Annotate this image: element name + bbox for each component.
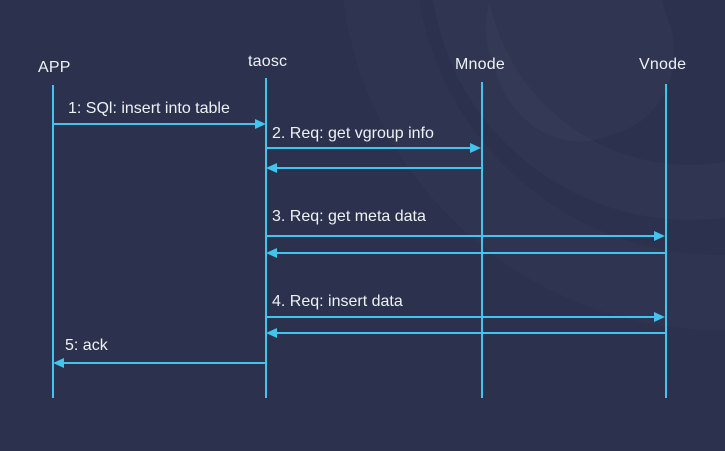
background-swoosh-outer — [340, 0, 725, 330]
background-swoosh-hook — [461, 0, 699, 165]
background-swoosh-inner — [430, 0, 725, 220]
message-2-return-arrowhead-icon — [266, 163, 277, 173]
message-1-label: 1: SQl: insert into table — [68, 100, 230, 117]
participant-label-vnode: Vnode — [639, 56, 687, 73]
message-4-label: 4. Req: insert data — [272, 293, 403, 310]
lifeline-app — [52, 85, 54, 398]
message-4-return-line — [277, 332, 665, 334]
message-3-return-line — [277, 252, 665, 254]
message-2-label: 2. Req: get vgroup info — [272, 125, 434, 142]
participant-label-mnode: Mnode — [455, 56, 505, 73]
message-5-arrowhead-icon — [53, 358, 64, 368]
message-2-arrowhead-icon — [470, 143, 481, 153]
message-3-return-arrowhead-icon — [266, 248, 277, 258]
message-3-label: 3. Req: get meta data — [272, 208, 426, 225]
participant-label-app: APP — [38, 59, 71, 76]
message-2-return-line — [277, 167, 481, 169]
message-5-label: 5: ack — [65, 337, 108, 354]
participant-label-taosc: taosc — [248, 53, 288, 70]
message-3-arrowhead-icon — [654, 231, 665, 241]
message-1-line — [54, 123, 255, 125]
message-5-line — [64, 362, 266, 364]
message-1-arrowhead-icon — [255, 119, 266, 129]
message-2-line — [267, 147, 470, 149]
message-4-arrowhead-icon — [654, 312, 665, 322]
lifeline-mnode — [481, 82, 483, 398]
message-4-line — [267, 316, 654, 318]
message-3-line — [267, 235, 654, 237]
lifeline-taosc — [265, 78, 267, 398]
message-4-return-arrowhead-icon — [266, 328, 277, 338]
lifeline-vnode — [665, 84, 667, 398]
